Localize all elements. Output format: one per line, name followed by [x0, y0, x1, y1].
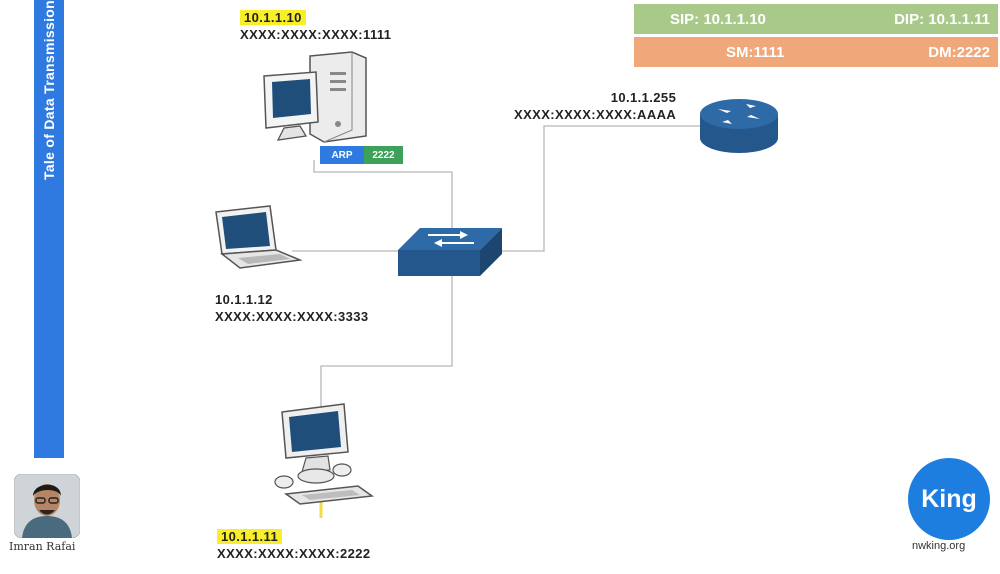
- router-mac: XXXX:XXXX:XXXX:AAAA: [514, 107, 677, 122]
- destination-mac: DM:2222: [928, 43, 990, 61]
- laptop-mac: XXXX:XXXX:XXXX:3333: [215, 309, 369, 324]
- destination-ip: DIP: 10.1.1.11: [894, 10, 990, 28]
- switch-icon[interactable]: [398, 226, 504, 278]
- laptop-address: 10.1.1.12 XXXX:XXXX:XXXX:3333: [215, 291, 369, 325]
- mac-header-banner: SM:1111 DM:2222: [634, 37, 998, 67]
- site-name: nwking.org: [912, 540, 966, 552]
- presenter-avatar: [14, 474, 80, 538]
- router-address: 10.1.1.255 XXXX:XXXX:XXXX:AAAA: [514, 89, 676, 123]
- ip-header-banner: SIP: 10.1.1.10 DIP: 10.1.1.11: [634, 4, 998, 34]
- workstation-bottom-mac: XXXX:XXXX:XXXX:2222: [217, 546, 371, 561]
- desktop-top-address: 10.1.1.10 XXXX:XXXX:XXXX:1111: [240, 9, 391, 43]
- sidebar-bar: Tale of Data Transmission: [34, 0, 64, 458]
- desktop-top-ip: 10.1.1.10: [240, 10, 306, 25]
- router-icon[interactable]: [698, 96, 780, 158]
- source-mac: SM:1111: [726, 43, 785, 61]
- link-switch-workstation: [320, 276, 453, 420]
- workstation-icon[interactable]: [272, 400, 376, 506]
- desktop-computer-icon[interactable]: [260, 50, 370, 146]
- workstation-bottom-ip: 10.1.1.11: [217, 529, 283, 544]
- arp-value: 2222: [364, 146, 403, 164]
- arp-packet-tag: ARP 2222: [320, 146, 403, 164]
- workstation-bottom-address: 10.1.1.11 XXXX:XXXX:XXXX:2222: [217, 528, 371, 562]
- router-ip: 10.1.1.255: [610, 90, 677, 105]
- desktop-top-mac: XXXX:XXXX:XXXX:1111: [240, 27, 392, 42]
- laptop-ip: 10.1.1.12: [215, 292, 273, 307]
- presenter-name: Imran Rafai: [9, 540, 76, 553]
- laptop-icon[interactable]: [210, 204, 302, 270]
- king-logo-text: King: [921, 484, 977, 513]
- arp-label: ARP: [320, 146, 364, 164]
- link-switch-router: [502, 125, 700, 252]
- link-desktop-switch: [313, 160, 453, 232]
- source-ip: SIP: 10.1.1.10: [670, 10, 766, 28]
- king-logo: King: [908, 458, 990, 540]
